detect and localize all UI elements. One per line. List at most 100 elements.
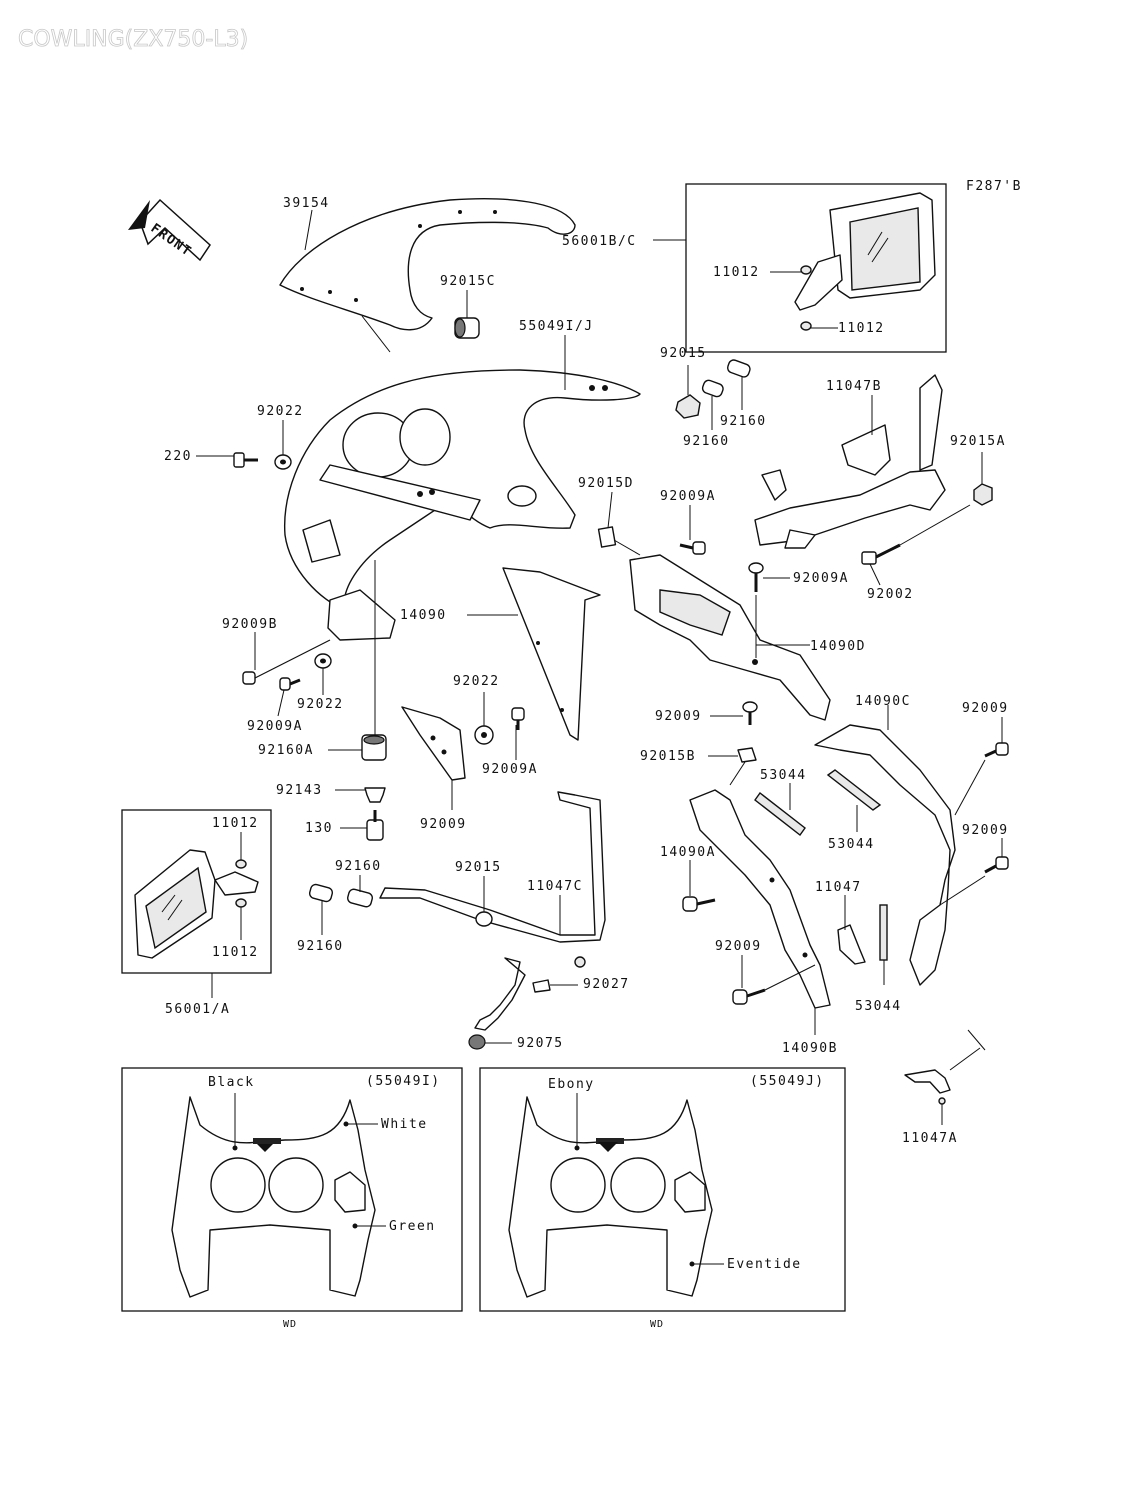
part-label-92015b: 92015B	[640, 749, 696, 764]
screw-92009-right-1	[984, 742, 1009, 758]
washer-92022-left	[314, 653, 332, 669]
part-label-92015d: 92015D	[578, 476, 634, 491]
part-label-14090b: 14090B	[782, 1041, 838, 1056]
washer-92022-top	[274, 454, 292, 470]
variant-code-55049i: (55049I)	[366, 1074, 441, 1089]
part-label-11012-d: 11012	[212, 945, 259, 960]
bracket-92160-b	[726, 359, 751, 378]
part-label-11047b: 11047B	[826, 379, 882, 394]
part-label-92009a-2: 92009A	[793, 571, 849, 586]
screw-92009a-1	[679, 541, 706, 555]
part-label-56001bc: 56001B/C	[562, 234, 637, 249]
front-arrow-icon: FRONT	[128, 198, 211, 262]
strip-53044-c	[879, 904, 888, 961]
nut-92015a	[973, 483, 993, 506]
part-label-56001a: 56001/A	[165, 1002, 230, 1017]
part-label-92022-top: 92022	[257, 404, 304, 419]
nut-92015	[675, 394, 701, 419]
figure-code: F287'B	[966, 179, 1022, 194]
clip-92015d	[597, 526, 617, 548]
panel-14090c	[814, 724, 956, 986]
part-label-92143: 92143	[276, 783, 323, 798]
part-label-92160-d: 92160	[297, 939, 344, 954]
part-label-92009-mid: 92009	[655, 709, 702, 724]
screw-92009a-3	[279, 677, 301, 691]
screw-92009-right-2	[984, 856, 1009, 874]
screw-92009-mid	[742, 701, 758, 725]
part-label-11047: 11047	[815, 880, 862, 895]
color-label-white: White	[381, 1117, 428, 1132]
screw-92009b	[242, 639, 331, 685]
variant-box-55049i	[121, 1067, 463, 1312]
variant-code-55049j: (55049J)	[750, 1074, 825, 1089]
variant-footer-1: WD	[283, 1319, 297, 1330]
panel-14090a	[401, 706, 466, 781]
part-label-11012-bottom: 11012	[838, 321, 885, 336]
part-label-92027: 92027	[583, 977, 630, 992]
part-label-92009b: 92009B	[222, 617, 278, 632]
side-panel-14090d	[629, 554, 831, 721]
part-label-14090d: 14090D	[810, 639, 866, 654]
bolt-130	[366, 810, 384, 841]
variant-box-55049j	[479, 1067, 846, 1312]
clip-92015b	[737, 747, 757, 763]
screw-92009a-4	[511, 707, 525, 730]
washer-92022-mid	[474, 725, 494, 745]
screw-220	[233, 452, 258, 468]
color-label-green: Green	[389, 1219, 436, 1234]
part-label-92009-right-1: 92009	[962, 701, 1009, 716]
part-label-14090: 14090	[400, 608, 447, 623]
part-label-92022-left: 92022	[297, 697, 344, 712]
bracket-92160-d	[308, 883, 334, 903]
panel-14090b	[689, 789, 831, 1009]
windshield	[279, 198, 576, 331]
part-label-14090c: 14090C	[855, 694, 911, 709]
part-label-11012-top: 11012	[713, 265, 760, 280]
inner-panel-14090	[502, 567, 601, 741]
screw-92009-lower-2	[732, 988, 766, 1005]
part-label-11047a: 11047A	[902, 1131, 958, 1146]
stay-11047b	[754, 374, 946, 549]
variant-footer-2: WD	[650, 1319, 664, 1330]
mirror-left-icon	[134, 849, 259, 959]
part-label-92015-top: 92015	[660, 346, 707, 361]
part-label-11012-c: 11012	[212, 816, 259, 831]
cowling-mount-bracket	[327, 589, 396, 641]
mirror-right-icon	[794, 192, 936, 311]
nut-92075	[468, 1034, 486, 1050]
bolt-92002	[861, 543, 901, 565]
part-label-130: 130	[305, 821, 333, 836]
part-label-92009a-4: 92009A	[482, 762, 538, 777]
cowling-front-view-1	[171, 1096, 376, 1298]
bracket-11047a	[904, 1069, 951, 1105]
part-label-14090a: 92009	[420, 817, 467, 832]
strip-53044-b	[826, 769, 882, 811]
part-label-92015a: 92015A	[950, 434, 1006, 449]
grommet-92160a	[361, 734, 387, 761]
bracket-92160-c	[347, 888, 373, 908]
part-label-11047c: 11047C	[527, 879, 583, 894]
part-label-53044-b: 53044	[828, 837, 875, 852]
part-label-220: 220	[164, 449, 192, 464]
part-label-92009-right-2: 92009	[962, 823, 1009, 838]
part-label-92160-a: 92160	[683, 434, 730, 449]
part-label-92015c: 92015C	[440, 274, 496, 289]
part-label-39154: 39154	[283, 196, 330, 211]
strip-53044-a	[754, 791, 806, 837]
part-label-92160-c: 92160	[335, 859, 382, 874]
bracket-92160-a	[701, 379, 724, 398]
bracket-11047	[837, 924, 866, 965]
screw-92009-lower-1	[682, 896, 716, 912]
part-label-92009-lower-2: 92009	[715, 939, 762, 954]
part-label-53044-a: 53044	[760, 768, 807, 783]
nut-92015-lower	[475, 911, 493, 927]
part-label-92015-lower: 92015	[455, 860, 502, 875]
color-label-black: Black	[208, 1075, 255, 1090]
part-label-92160a: 92160A	[258, 743, 314, 758]
part-label-92002: 92002	[867, 587, 914, 602]
collar-92143	[364, 787, 386, 803]
color-label-eventide: Eventide	[727, 1257, 802, 1272]
part-label-92160-b: 92160	[720, 414, 767, 429]
grommet-92015c	[454, 317, 480, 339]
